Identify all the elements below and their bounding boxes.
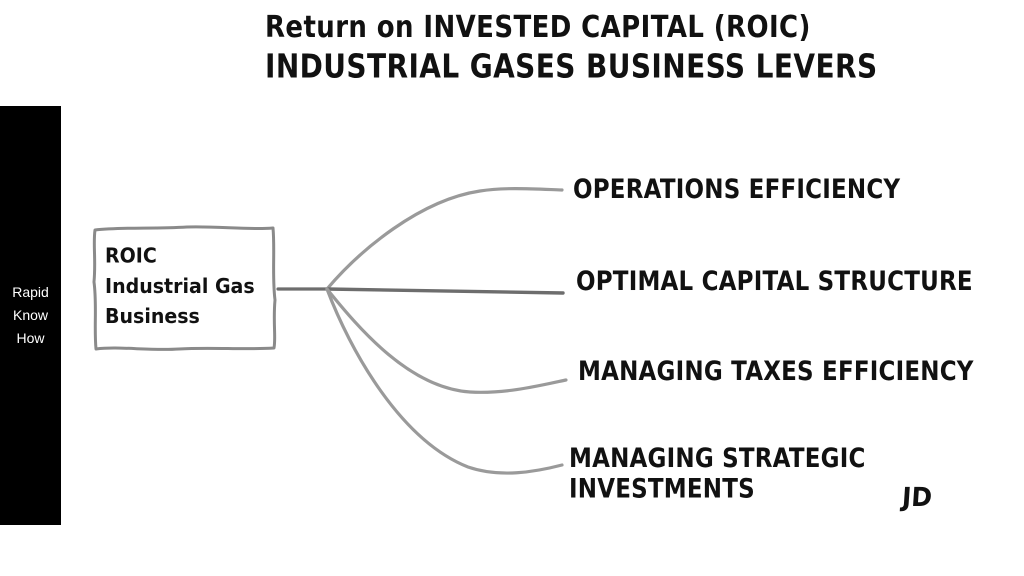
title-line-1: Return on INVESTED CAPITAL (ROIC) — [265, 10, 811, 46]
sidebar-brand-bar: Rapid Know How — [0, 106, 61, 525]
connector-branch-2 — [325, 287, 568, 394]
title-line-2: INDUSTRIAL GASES BUSINESS LEVERS — [265, 46, 878, 86]
connector-branch-1 — [325, 287, 565, 295]
branch-label-managing-strategic-investments: MANAGING STRATEGIC INVESTMENTS — [569, 444, 866, 505]
center-node-box-border — [92, 225, 277, 351]
branch-label-operations-efficiency: OPERATIONS EFFICIENCY — [573, 175, 901, 205]
connector-branch-3 — [325, 287, 564, 475]
center-node-label: ROIC Industrial Gas Business — [105, 244, 255, 329]
branch-label-managing-taxes-efficiency: MANAGING TAXES EFFICIENCY — [578, 357, 974, 387]
connector-branch-0 — [325, 187, 564, 291]
author-signature: JD — [901, 481, 934, 513]
center-node-box: ROIC Industrial Gas Business — [91, 224, 278, 352]
sidebar-brand-label: Rapid Know How — [12, 284, 49, 346]
branch-label-optimal-capital-structure: OPTIMAL CAPITAL STRUCTURE — [576, 267, 973, 297]
page-title: Return on INVESTED CAPITAL (ROIC) INDUST… — [265, 10, 965, 84]
